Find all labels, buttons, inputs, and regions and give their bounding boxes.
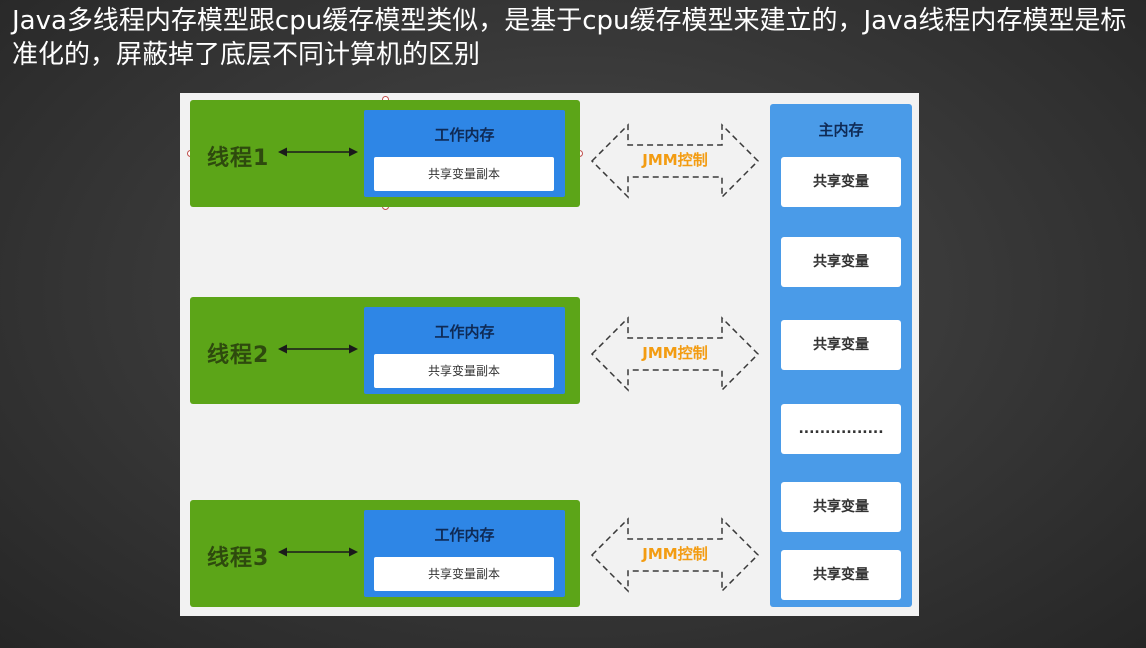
- work-memory-title: 工作内存: [434, 126, 495, 144]
- dashed-double-arrow-icon: [590, 517, 760, 593]
- jmm-control-label: JMM控制: [642, 545, 708, 563]
- thread-label: 线程1: [207, 146, 270, 171]
- jmm-control-label: JMM控制: [642, 344, 708, 362]
- dashed-double-arrow-icon: [590, 316, 760, 392]
- shared-variable-box: 共享变量: [781, 550, 901, 600]
- shared-variable-copy: 共享变量副本: [374, 157, 554, 191]
- jmm-diagram: 线程1 工作内存 共享变量副本 线程2 工作内存 共享变量副本 线程3: [180, 93, 919, 616]
- slide-heading: Java多线程内存模型跟cpu缓存模型类似，是基于cpu缓存模型来建立的，Jav…: [12, 6, 1127, 70]
- work-memory-title: 工作内存: [434, 323, 495, 341]
- work-memory-box: 工作内存 共享变量副本: [364, 510, 565, 597]
- shared-variable-box: 共享变量: [781, 237, 901, 287]
- jmm-control-arrow-1: JMM控制: [590, 121, 760, 201]
- thread-block-2[interactable]: 线程2 工作内存 共享变量副本: [190, 297, 580, 404]
- double-arrow-icon: [278, 547, 358, 557]
- thread-block-3[interactable]: 线程3 工作内存 共享变量副本: [190, 500, 580, 607]
- thread-block-1[interactable]: 线程1 工作内存 共享变量副本: [190, 100, 580, 207]
- double-arrow-icon: [278, 147, 358, 157]
- work-memory-title: 工作内存: [434, 526, 495, 544]
- thread-label: 线程2: [207, 343, 270, 368]
- jmm-control-label: JMM控制: [642, 151, 708, 169]
- shared-variable-copy: 共享变量副本: [374, 557, 554, 591]
- jmm-control-arrow-3: JMM控制: [590, 515, 760, 595]
- work-memory-box: 工作内存 共享变量副本: [364, 307, 565, 394]
- double-arrow-icon: [278, 344, 358, 354]
- shared-variable-copy: 共享变量副本: [374, 354, 554, 388]
- main-memory-block[interactable]: 主内存 共享变量 共享变量 共享变量 ................ 共享变量…: [770, 104, 912, 607]
- shared-variable-box: 共享变量: [781, 482, 901, 532]
- main-memory-title: 主内存: [818, 121, 864, 139]
- shared-variable-box: 共享变量: [781, 320, 901, 370]
- thread-label: 线程3: [207, 546, 270, 571]
- dashed-double-arrow-icon: [590, 123, 760, 199]
- jmm-control-arrow-2: JMM控制: [590, 314, 760, 394]
- shared-variable-box: 共享变量: [781, 157, 901, 207]
- work-memory-box: 工作内存 共享变量副本: [364, 110, 565, 197]
- ellipsis-box: ................: [781, 404, 901, 454]
